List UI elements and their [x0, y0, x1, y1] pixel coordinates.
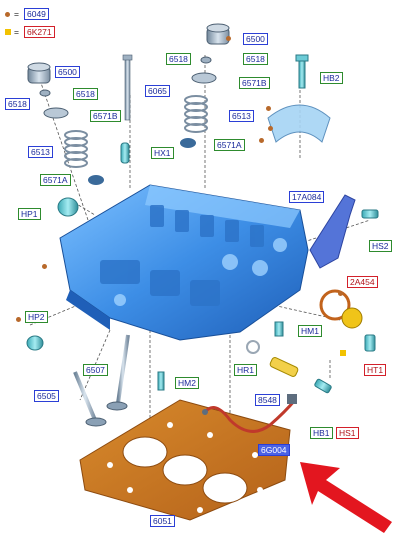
bolt-hs2 — [361, 209, 379, 219]
copper-dot-icon — [5, 12, 10, 17]
label-hs2: HS2 — [369, 240, 392, 252]
label-hm1: HM1 — [298, 325, 322, 337]
plug-hp2 — [26, 335, 44, 351]
left-valve-train — [27, 62, 104, 217]
stud-hm1 — [274, 321, 284, 337]
label-6571b-left: 6571B — [90, 110, 121, 122]
bearing-cap — [267, 104, 331, 143]
legend-equals: = — [14, 9, 19, 19]
seal-ring-hr1 — [246, 340, 260, 354]
label-6507: 6507 — [83, 364, 108, 376]
label-17a084: 17A084 — [289, 191, 325, 203]
pointer-arrow — [300, 462, 392, 533]
bolt-hb1 — [314, 378, 332, 394]
stud-hm2 — [157, 371, 165, 391]
bracket-17a084 — [309, 194, 356, 269]
label-hm2: HM2 — [175, 377, 199, 389]
legend-dot-code: 6049 — [24, 8, 49, 20]
valves — [73, 334, 130, 427]
yellow-square-icon — [5, 29, 11, 35]
label-6571a-right: 6571A — [214, 139, 245, 151]
copper-dot-icon — [42, 264, 47, 269]
label-hp2: HP2 — [25, 311, 48, 323]
label-2a454: 2A454 — [347, 276, 378, 288]
label-6518-top-right: 6518 — [243, 53, 268, 65]
label-ht1: HT1 — [364, 364, 387, 376]
label-6513-right: 6513 — [229, 110, 254, 122]
right-valve-train — [180, 23, 230, 148]
label-6065: 6065 — [145, 85, 170, 97]
label-6500-right: 6500 — [243, 33, 268, 45]
label-6051: 6051 — [150, 515, 175, 527]
label-6513-left: 6513 — [28, 146, 53, 158]
cylinder-head-gasket — [79, 399, 291, 521]
label-hs1: HS1 — [336, 427, 359, 439]
label-hb2: HB2 — [320, 72, 343, 84]
label-hb1: HB1 — [310, 427, 333, 439]
label-6500-left: 6500 — [55, 66, 80, 78]
label-6518-left: 6518 — [73, 88, 98, 100]
copper-dot-icon — [259, 138, 264, 143]
label-6571b-right: 6571B — [239, 77, 270, 89]
bolt-hb2 — [295, 54, 309, 89]
sensor-2a454 — [319, 289, 376, 352]
sensor-8548 — [269, 357, 299, 377]
copper-dot-icon — [226, 36, 231, 41]
long-bolt — [122, 54, 133, 121]
label-hx1: HX1 — [151, 147, 174, 159]
label-8548: 8548 — [255, 394, 280, 406]
label-6518-top-left: 6518 — [166, 53, 191, 65]
cylinder-head — [59, 184, 309, 341]
copper-dot-icon — [338, 291, 343, 296]
legend-equals: = — [14, 27, 19, 37]
yellow-square-icon — [340, 350, 346, 356]
plug-hx1 — [120, 142, 130, 164]
label-6518-far-left: 6518 — [5, 98, 30, 110]
label-hr1: HR1 — [234, 364, 258, 376]
label-6505: 6505 — [34, 390, 59, 402]
copper-dot-icon — [268, 126, 273, 131]
label-6571a-left: 6571A — [40, 174, 71, 186]
label-hp1: HP1 — [18, 208, 41, 220]
label-6g004-highlighted: 6G004 — [258, 444, 290, 456]
copper-dot-icon — [266, 106, 271, 111]
wire-harness-6g004 — [203, 399, 297, 433]
legend-square-code: 6K271 — [24, 26, 55, 38]
copper-dot-icon — [16, 317, 21, 322]
